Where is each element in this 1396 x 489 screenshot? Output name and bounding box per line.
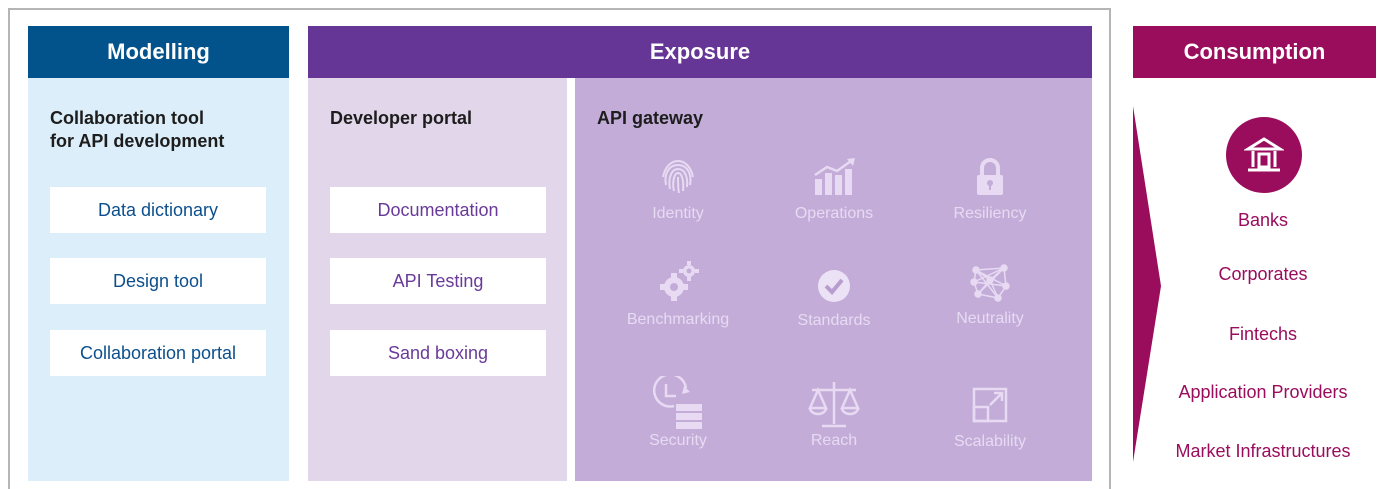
consumer-market-infrastructures: Market Infrastructures (1175, 441, 1351, 461)
scales-icon (808, 382, 860, 428)
feature-reach: Reach (759, 378, 909, 450)
modelling-header: Modelling (28, 26, 289, 78)
feature-operations-label: Operations (794, 205, 874, 222)
feature-operations: Operations (759, 155, 909, 223)
sand-boxing-box: Sand boxing (330, 330, 546, 376)
feature-resiliency-label: Resiliency (953, 205, 1027, 222)
feature-neutrality-label: Neutrality (956, 310, 1024, 327)
exposure-header: Exposure (308, 26, 1092, 78)
consumer-corporates: Corporates (1218, 264, 1308, 284)
lock-icon (977, 158, 1003, 195)
design-tool-box: Design tool (50, 258, 266, 304)
feature-scalability-label: Scalability (953, 433, 1027, 450)
feature-neutrality: Neutrality (915, 260, 1065, 328)
feature-identity: Identity (603, 155, 753, 223)
clock-server-icon (652, 376, 702, 429)
collaboration-portal-box: Collaboration portal (50, 330, 266, 376)
data-dictionary-box: Data dictionary (50, 187, 266, 233)
bank-icon (1226, 117, 1302, 193)
consumer-fintechs: Fintechs (1228, 324, 1298, 344)
feature-benchmarking: Benchmarking (603, 257, 753, 329)
expand-icon (972, 387, 1008, 423)
api-testing-box: API Testing (330, 258, 546, 304)
consumption-arrow (1133, 106, 1161, 462)
feature-scalability: Scalability (915, 383, 1065, 451)
modelling-subtitle-line1: Collaboration tool (50, 108, 204, 128)
fingerprint-icon (662, 159, 694, 194)
feature-standards-label: Standards (797, 312, 871, 329)
gears-icon (660, 261, 699, 301)
feature-identity-label: Identity (652, 205, 704, 222)
diagram-frame (8, 8, 1111, 489)
developer-portal-title: Developer portal (330, 108, 473, 128)
consumer-banks: Banks (1237, 210, 1289, 230)
feature-reach-label: Reach (810, 432, 858, 449)
modelling-subtitle: Collaboration tool for API development (50, 107, 285, 153)
consumption-header: Consumption (1133, 26, 1376, 78)
check-circle-icon (818, 270, 850, 302)
feature-benchmarking-label: Benchmarking (626, 311, 730, 328)
feature-standards: Standards (759, 262, 909, 330)
consumer-application-providers: Application Providers (1178, 382, 1348, 402)
feature-resiliency: Resiliency (915, 155, 1065, 223)
feature-security: Security (603, 376, 753, 450)
bar-chart-growth-icon (814, 158, 855, 195)
feature-security-label: Security (649, 432, 707, 449)
network-icon (970, 264, 1010, 302)
documentation-box: Documentation (330, 187, 546, 233)
api-gateway-title: API gateway (597, 108, 704, 128)
modelling-subtitle-line2: for API development (50, 131, 225, 151)
